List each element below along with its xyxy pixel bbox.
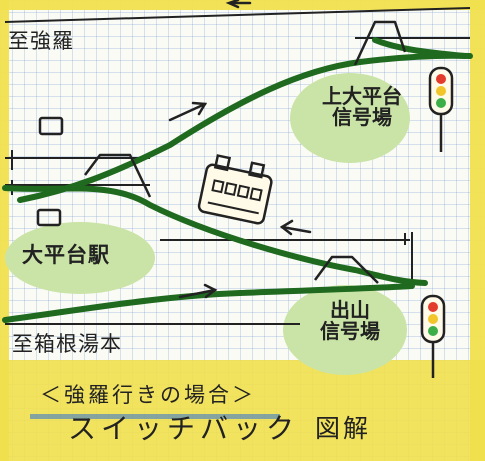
traffic-signal-icon <box>420 294 446 378</box>
lower-signal-station-label: 出山 信号場 <box>300 300 400 342</box>
lower-signal-station-line2: 信号場 <box>320 319 380 343</box>
building-outlines <box>84 20 407 284</box>
arrow-icon <box>168 0 312 299</box>
caption-subtitle: ＜強羅行きの場合＞ <box>40 383 256 407</box>
destination-gora-label: 至強羅 <box>8 29 74 53</box>
pen-stroke <box>30 414 280 419</box>
upper-signal-station-line1: 上大平台 <box>322 84 402 108</box>
caption-tag: 図解 <box>315 414 372 443</box>
building-icon <box>36 116 64 227</box>
upper-signal-station-oval <box>290 73 410 163</box>
caption-title: スイッチバック <box>68 412 300 445</box>
daihiradai-station-label: 大平台駅 <box>22 243 110 267</box>
lower-signal-station-oval <box>283 285 407 375</box>
upper-signal-station-line2: 信号場 <box>332 105 392 129</box>
lower-signal-station-line1: 出山 <box>330 298 370 322</box>
destination-hakone-yumoto-label: 至箱根湯本 <box>12 332 122 356</box>
traffic-signal-icon <box>428 66 454 152</box>
train-icon <box>197 154 273 225</box>
track-line <box>2 37 473 323</box>
daihiradai-station-oval <box>5 222 155 294</box>
upper-signal-station-label: 上大平台 信号場 <box>310 86 414 128</box>
